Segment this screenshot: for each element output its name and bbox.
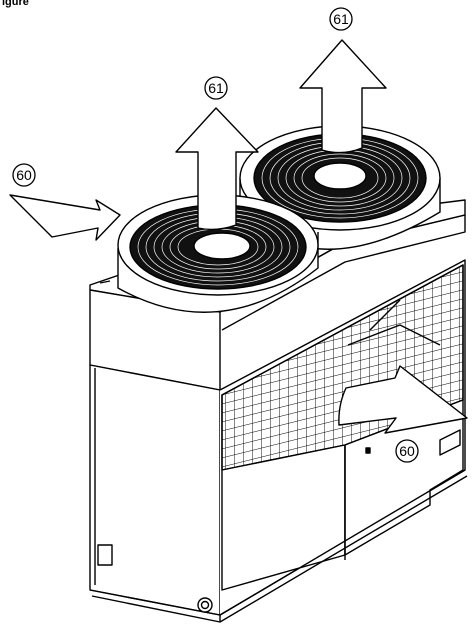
exhaust-arrow-front	[175, 107, 259, 231]
fan-back	[239, 125, 441, 250]
exhaust-arrow-back	[299, 39, 387, 154]
svg-text:61: 61	[208, 80, 224, 96]
svg-text:61: 61	[333, 11, 349, 27]
callout-61-back: 61	[329, 7, 353, 31]
intake-arrow-left	[9, 194, 121, 241]
intake-arrow-right	[338, 365, 468, 434]
callout-60-right: 60	[395, 439, 419, 463]
svg-text:60: 60	[16, 167, 32, 183]
callout-61-front: 61	[204, 76, 228, 100]
svg-text:60: 60	[399, 443, 415, 459]
callout-60-left: 60	[12, 163, 36, 187]
fan-front	[117, 194, 319, 313]
figure-label: igure	[2, 0, 29, 8]
